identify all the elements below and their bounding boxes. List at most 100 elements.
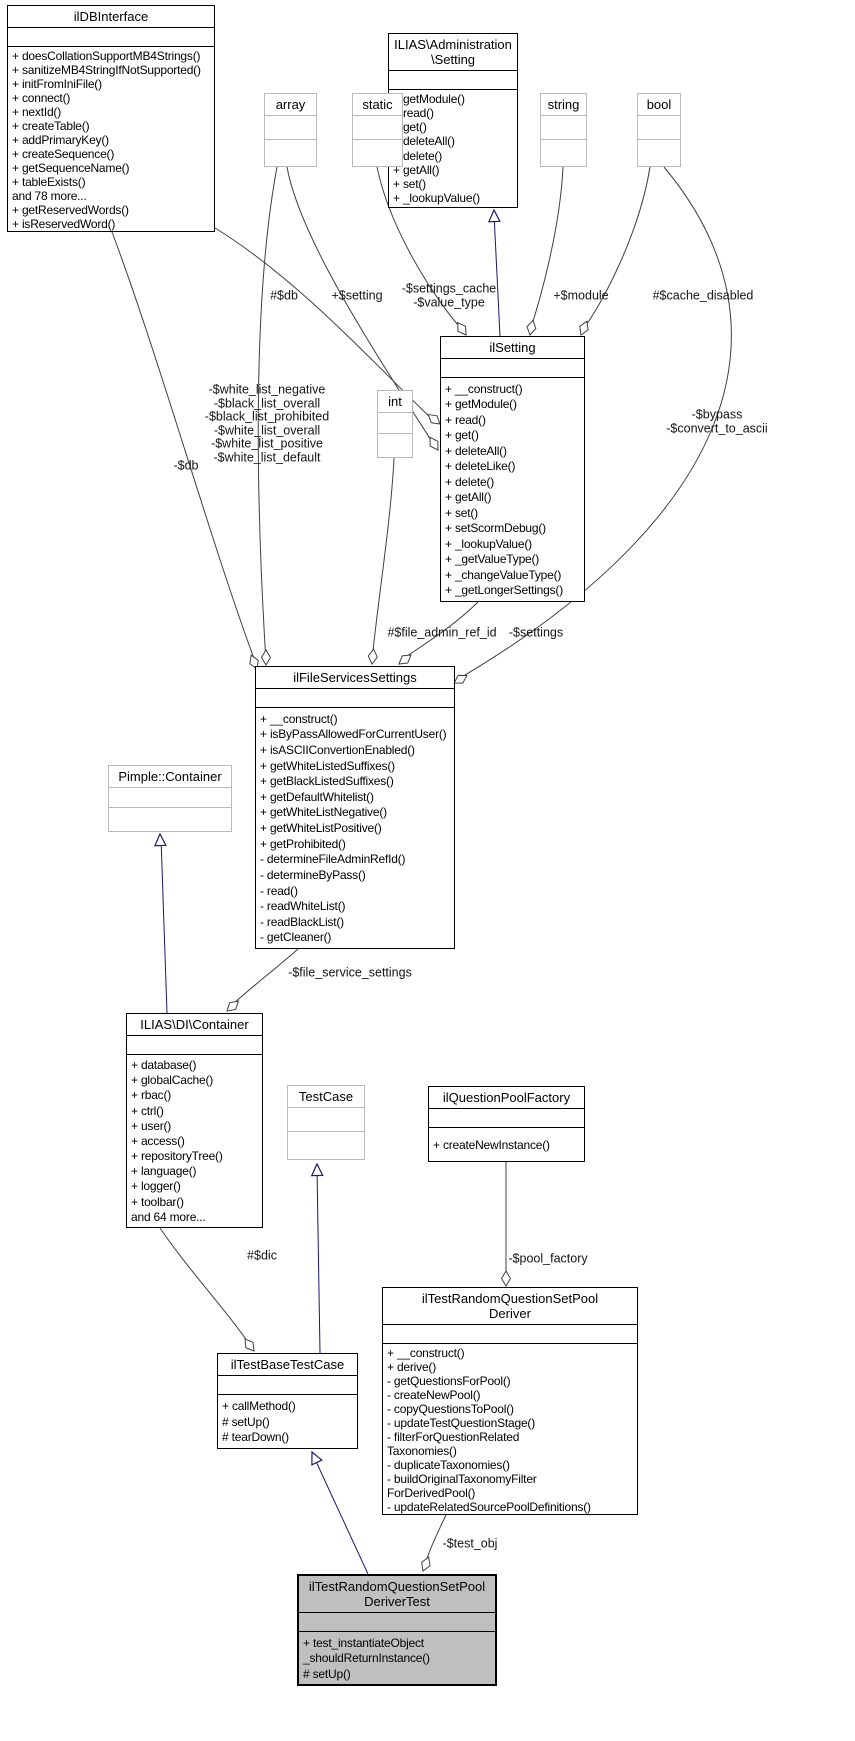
class-node-ilias-di-container[interactable]: ILIAS\DI\Container + database()+ globalCa… bbox=[126, 1013, 263, 1228]
edge-string-ilsetting-module bbox=[529, 166, 564, 332]
edge-bool-ilsetting-cachedisabled bbox=[581, 166, 651, 332]
method-line: # tearDown() bbox=[222, 1430, 289, 1445]
method-line: + set() bbox=[445, 505, 478, 520]
method-line: + createSequence() bbox=[12, 147, 115, 161]
method-line: + delete() bbox=[393, 148, 443, 163]
method-line: - updateTestQuestionStage() bbox=[387, 1416, 536, 1430]
edge-iltbtc-inherits-testcase bbox=[316, 1167, 321, 1354]
method-line: - filterForQuestionRelated bbox=[387, 1430, 520, 1444]
method-line: + doesCollationSupportMB4Strings() bbox=[12, 49, 201, 63]
inheritance-arrow bbox=[310, 1162, 324, 1177]
class-node-int: int bbox=[377, 390, 413, 458]
class-title-line: Pimple::Container bbox=[118, 769, 222, 784]
class-attributes-empty bbox=[541, 116, 586, 140]
method-line: + _getLongerSettings() bbox=[445, 583, 564, 598]
class-node-iltestbasetestcase[interactable]: ilTestBaseTestCase+ callMethod()# setUp(… bbox=[217, 1353, 358, 1449]
edge-label-pool-factory: -$pool_factory bbox=[508, 1252, 587, 1266]
class-methods: + getModule()+ read()+ get()+ deleteAll(… bbox=[389, 90, 517, 207]
aggregation-diamond bbox=[244, 1338, 255, 1352]
class-title-line: ilQuestionPoolFactory bbox=[442, 1090, 571, 1105]
method-line: + connect() bbox=[12, 91, 71, 105]
class-title: ilTestBaseTestCase bbox=[218, 1354, 357, 1376]
class-methods: + __construct()+ isByPassAllowedForCurre… bbox=[256, 708, 454, 948]
method-line: + _lookupValue() bbox=[393, 190, 480, 205]
class-title: ilSetting bbox=[441, 337, 584, 359]
class-title-line: bool bbox=[646, 97, 672, 112]
class-node-ildbinterface[interactable]: ilDBInterface + doesCollationSupportMB4St… bbox=[7, 5, 215, 232]
aggregation-diamond bbox=[427, 413, 441, 425]
method-line: + deleteLike() bbox=[445, 459, 516, 474]
method-line: Taxonomies() bbox=[387, 1444, 457, 1458]
class-title-line: ilDBInterface bbox=[73, 9, 149, 24]
method-line: _shouldReturnInstance() bbox=[303, 1651, 430, 1665]
class-node-ilquestionpoolfactory[interactable]: ilQuestionPoolFactory+ createNewInstance… bbox=[428, 1086, 585, 1162]
class-methods bbox=[288, 1132, 364, 1159]
method-line: + getDefaultWhitelist() bbox=[260, 789, 374, 804]
edge-label-line: -$black_list_prohibited bbox=[204, 409, 330, 424]
edge-label-settings: -$settings bbox=[509, 626, 563, 640]
class-methods bbox=[541, 140, 586, 167]
method-line: + deleteAll() bbox=[445, 443, 507, 458]
method-line: + derive() bbox=[387, 1360, 437, 1374]
edge-label-line: -$white_list_default bbox=[213, 450, 321, 464]
method-line: + callMethod() bbox=[222, 1398, 296, 1413]
method-line: + test_instantiateObject bbox=[303, 1635, 424, 1650]
class-attributes-empty bbox=[127, 1036, 262, 1055]
method-line: - updateRelatedSourcePoolDefinitions() bbox=[387, 1500, 591, 1514]
method-line: + globalCache() bbox=[131, 1073, 214, 1088]
method-line: + _getValueType() bbox=[445, 552, 540, 567]
aggregation-diamond bbox=[226, 1000, 240, 1012]
class-attributes-empty bbox=[389, 71, 517, 90]
class-attributes-empty bbox=[218, 1376, 357, 1395]
class-node-static: static bbox=[352, 93, 403, 167]
method-line: - determineByPass() bbox=[260, 867, 366, 882]
class-methods: + database()+ globalCache()+ rbac()+ ctr… bbox=[127, 1055, 262, 1227]
class-node-string: string bbox=[540, 93, 587, 167]
class-attributes-empty bbox=[353, 116, 402, 140]
method-line: + nextId() bbox=[12, 105, 62, 119]
method-line: + __construct() bbox=[445, 381, 523, 396]
edge-int-fss-fileadminrefid bbox=[371, 457, 395, 661]
class-node-ilias-administration-setting[interactable]: ILIAS\Administration\Setting + getModule(… bbox=[388, 33, 518, 208]
method-line: + toolbar() bbox=[131, 1194, 184, 1209]
method-line: - read() bbox=[260, 883, 298, 898]
method-line: + get() bbox=[393, 120, 427, 135]
method-line: - determineFileAdminRefId() bbox=[260, 852, 406, 867]
method-line: - duplicateTaxonomies() bbox=[387, 1458, 510, 1472]
class-node-ilsetting[interactable]: ilSetting+ __construct()+ getModule()+ r… bbox=[440, 336, 585, 602]
method-line: - buildOriginalTaxonomyFilter bbox=[387, 1472, 537, 1486]
method-line: + language() bbox=[131, 1164, 197, 1179]
class-methods: + test_instantiateObject_shouldReturnIns… bbox=[299, 1632, 495, 1684]
edge-label-white-lists: -$white_list_negative-$black_list_overal… bbox=[204, 383, 330, 465]
edge-label-line: -$white_list_positive bbox=[211, 436, 323, 451]
method-line: - readWhiteList() bbox=[260, 899, 346, 914]
class-node-ilfileservicessettings[interactable]: ilFileServicesSettings+ __construct()+ i… bbox=[255, 666, 455, 949]
edge-label-line: -$white_list_overall bbox=[213, 423, 321, 437]
method-line: + getSequenceName() bbox=[12, 161, 130, 175]
class-title: ILIAS\Administration\Setting bbox=[389, 34, 517, 71]
class-methods bbox=[265, 140, 316, 167]
class-attributes-empty bbox=[383, 1325, 637, 1344]
method-line: + getWhiteListPositive() bbox=[260, 821, 382, 835]
class-title: ILIAS\DI\Container bbox=[127, 1014, 262, 1036]
class-node-bool: bool bbox=[637, 93, 681, 167]
edge-ilsetting-inherits-setting bbox=[493, 213, 501, 337]
method-line: + getModule() bbox=[445, 397, 517, 412]
edge-label-line: +$module bbox=[553, 288, 609, 303]
method-line: + set() bbox=[393, 176, 426, 191]
class-methods: + doesCollationSupportMB4Strings()+ sani… bbox=[8, 47, 214, 231]
method-line: + deleteAll() bbox=[393, 134, 455, 149]
aggregation-diamond bbox=[579, 320, 589, 336]
class-title-line: ilTestRandomQuestionSetPool bbox=[308, 1579, 486, 1594]
method-line: + database() bbox=[131, 1058, 197, 1073]
method-line: - createNewPool() bbox=[387, 1388, 481, 1402]
class-node-testcase: TestCase bbox=[287, 1085, 365, 1160]
class-title: ilQuestionPoolFactory bbox=[429, 1087, 584, 1109]
class-attributes-empty bbox=[378, 413, 412, 434]
class-title-line: Deriver bbox=[489, 1306, 531, 1321]
class-title: array bbox=[265, 94, 316, 116]
method-line: + repositoryTree() bbox=[131, 1149, 223, 1164]
